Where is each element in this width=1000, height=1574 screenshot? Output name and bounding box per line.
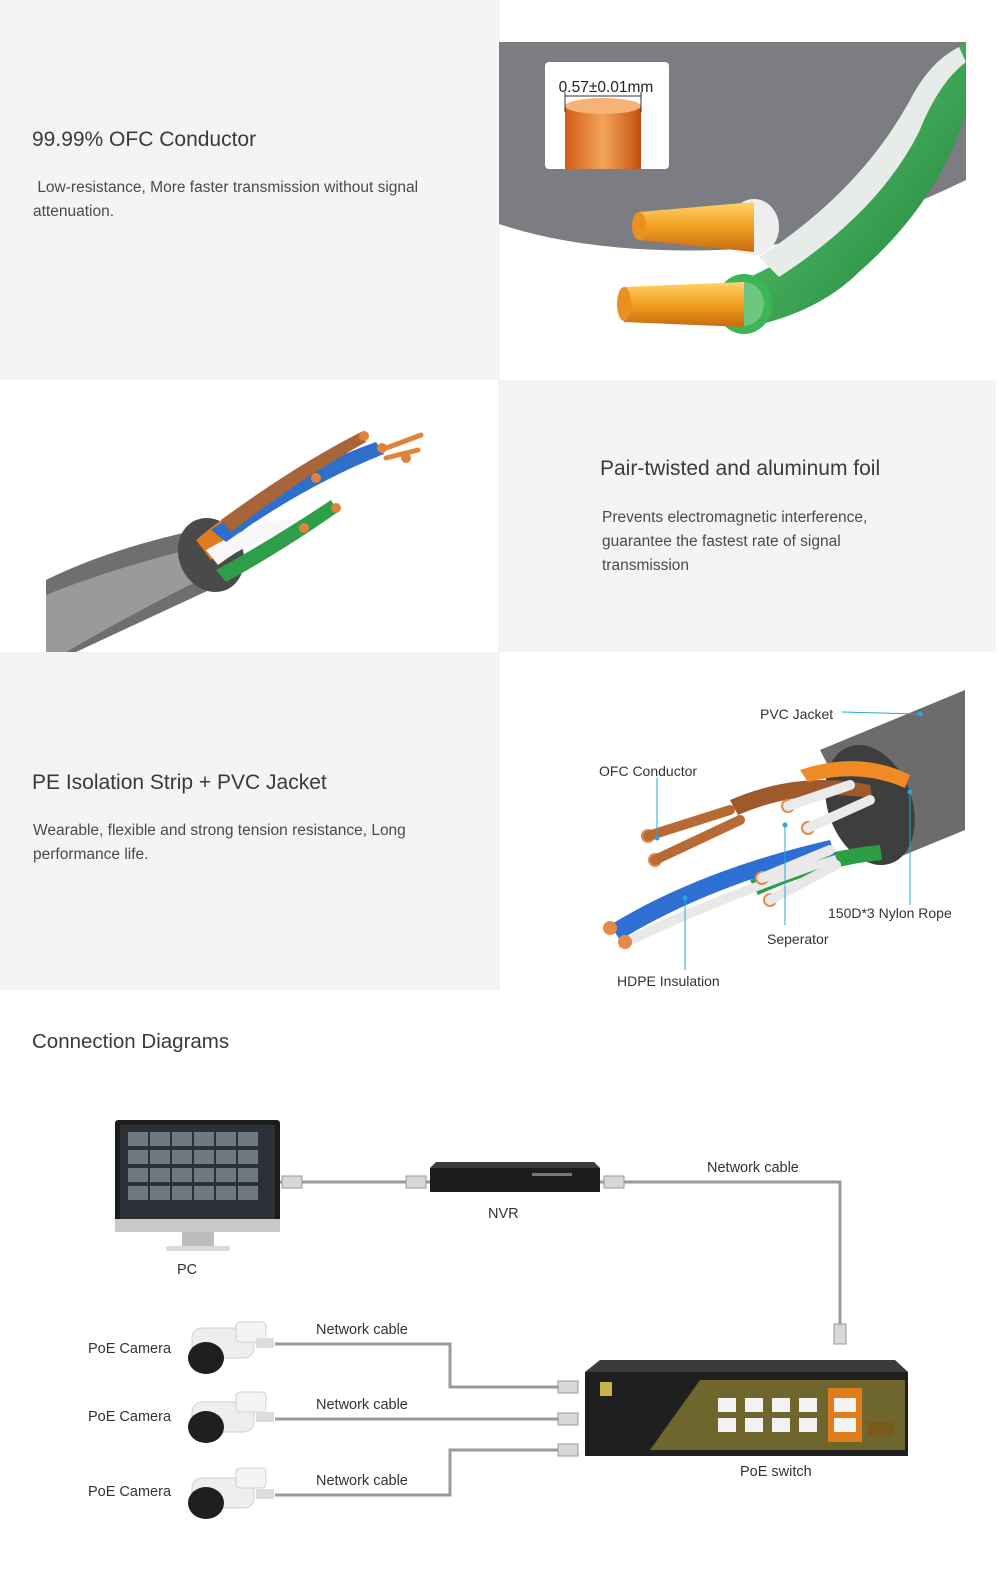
ofc-title: 99.99% OFC Conductor (32, 128, 257, 151)
nvr-label: NVR (488, 1206, 519, 1222)
camera-icon (188, 1391, 274, 1443)
twist-description: Prevents electromagnetic interference, g… (602, 509, 868, 574)
camera-icon (188, 1467, 274, 1519)
ofc-description: Low-resistance, More faster transmission… (33, 179, 423, 220)
camera-2-label: PoE Camera (88, 1409, 172, 1425)
jacket-title: PE Isolation Strip + PVC Jacket (32, 771, 327, 794)
twisted-pair-image (46, 431, 424, 652)
section-twist-panel (498, 380, 996, 652)
section-jacket-panel (0, 652, 500, 990)
pc-monitor-icon (115, 1120, 280, 1251)
callout-hdpe-insulation: HDPE Insulation (617, 973, 720, 989)
callout-pvc-jacket: PVC Jacket (760, 706, 834, 722)
jacket-description: Wearable, flexible and strong tension re… (33, 822, 406, 863)
callout-separator: Seperator (767, 931, 829, 947)
cable-structure-image (603, 690, 965, 970)
poe-switch-icon (585, 1360, 908, 1456)
nvr-device-icon (430, 1162, 600, 1192)
camera-icon (188, 1321, 274, 1374)
camera-2-cable-label: Network cable (316, 1397, 408, 1413)
callout-ofc-conductor: OFC Conductor (599, 763, 698, 779)
camera-1-label: PoE Camera (88, 1341, 172, 1357)
ofc-conductor-image: 0.57±0.01mm (499, 42, 966, 334)
pc-label: PC (177, 1262, 198, 1278)
twist-title: Pair-twisted and aluminum foil (600, 457, 881, 480)
callout-nylon-rope: 150D*3 Nylon Rope (828, 905, 952, 921)
ofc-diameter-badge: 0.57±0.01mm (559, 79, 654, 96)
diagram-title: Connection Diagrams (32, 1030, 230, 1053)
poe-switch-label: PoE switch (740, 1464, 812, 1480)
top-cable-label: Network cable (707, 1160, 799, 1176)
camera-3-cable-label: Network cable (316, 1473, 408, 1489)
camera-1-cable-label: Network cable (316, 1322, 408, 1338)
connection-diagram (115, 1120, 908, 1519)
camera-3-label: PoE Camera (88, 1484, 172, 1500)
section-ofc-panel (0, 0, 500, 380)
